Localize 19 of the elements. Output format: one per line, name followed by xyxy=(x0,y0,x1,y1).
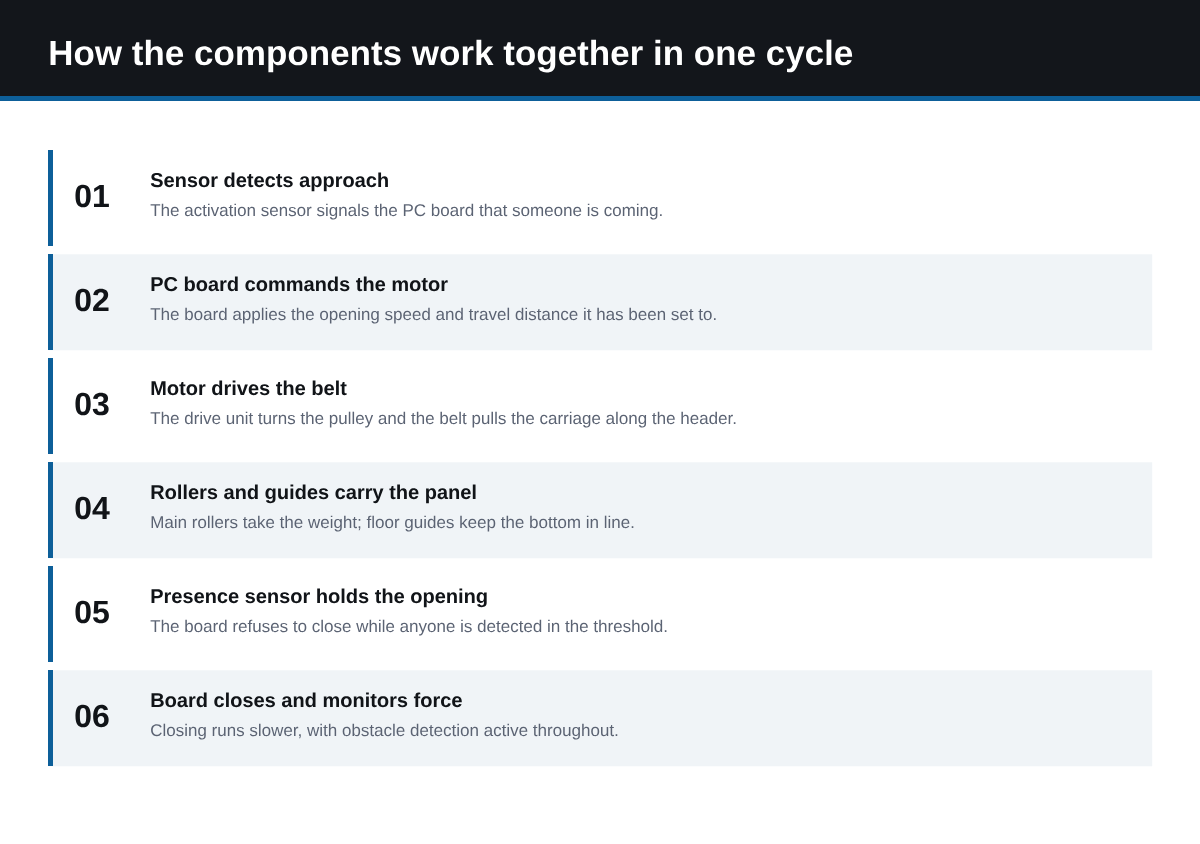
step-description: The board applies the opening speed and travel distance it has been set to. xyxy=(150,307,716,324)
step-description: The drive unit turns the pulley and the belt pulls the carriage along the header. xyxy=(150,411,736,428)
step-number: 06 xyxy=(75,704,109,728)
step-heading: Rollers and guides carry the panel xyxy=(151,484,476,504)
step-description: Main rollers take the weight; floor guides keep the bottom in line. xyxy=(151,515,634,532)
step-description: Closing runs slower, with obstacle detection active throughout. xyxy=(151,723,618,740)
step-description: The activation sensor signals the PC board that someone is coming. xyxy=(150,203,662,220)
step-heading: Motor drives the belt xyxy=(151,380,347,396)
step-heading: PC board commands the motor xyxy=(151,276,448,292)
step-number: 04 xyxy=(75,496,110,520)
step-number: 01 xyxy=(75,184,109,208)
step-heading: Presence sensor holds the opening xyxy=(151,588,487,608)
step-number: 02 xyxy=(75,288,109,312)
step-description: The board refuses to close while anyone is detected in the threshold. xyxy=(150,619,667,636)
step-heading: Sensor detects approach xyxy=(150,172,388,192)
step-heading: Board closes and monitors force xyxy=(151,692,462,708)
step-number: 03 xyxy=(75,392,109,416)
title: How the components work together in one cycle xyxy=(50,39,853,73)
step-number: 05 xyxy=(75,600,109,624)
